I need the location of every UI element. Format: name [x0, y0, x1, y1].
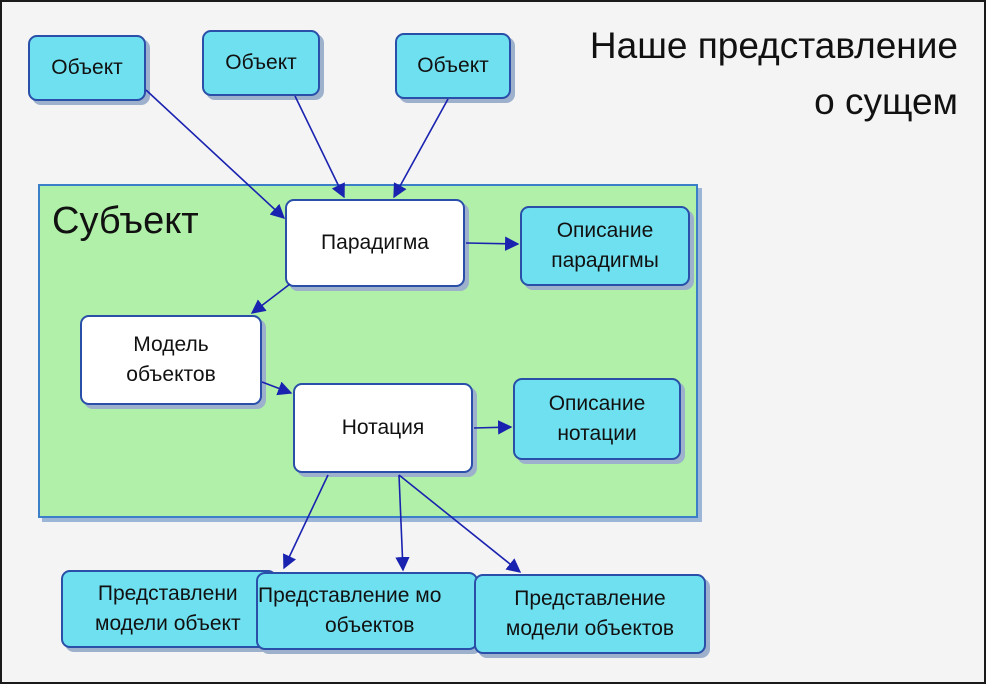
- paradigm-description-line-1: Описание: [556, 219, 654, 242]
- object-model-line-2: объектов: [126, 363, 216, 386]
- object-node-2-label: Объект: [225, 51, 297, 74]
- object-node-3: Объект: [395, 33, 511, 99]
- representation-node-3: Представление модели объектов: [474, 574, 706, 654]
- diagram-title: Наше представление о сущем: [498, 18, 958, 130]
- paradigm-node: Парадигма: [285, 199, 465, 287]
- representation-node-1: Представлени модели объект: [61, 570, 277, 648]
- representation-3-line-1: Представление: [514, 587, 666, 610]
- paradigm-description-line-2: парадигмы: [551, 249, 659, 272]
- notation-description-line-2: нотации: [557, 422, 637, 445]
- arrow-paradigm-to-description: [465, 236, 520, 251]
- representation-1-line-2: модели объект: [95, 612, 241, 635]
- representation-3-line-2: модели объектов: [505, 617, 675, 640]
- object-model-line-1: Модель: [133, 333, 209, 356]
- arrow-notation-to-description: [473, 420, 513, 435]
- notation-node: Нотация: [293, 383, 473, 473]
- object-node-2: Объект: [202, 30, 320, 96]
- arrow-object3-to-paradigm: [393, 98, 449, 199]
- notation-description-node: Описание нотации: [513, 378, 681, 460]
- arrow-paradigm-to-model: [250, 283, 291, 314]
- arrow-notation-to-repr2: [395, 474, 410, 572]
- representation-2-line-2: объектов: [324, 614, 415, 637]
- arrow-notation-to-repr3: [398, 474, 522, 573]
- notation-label: Нотация: [341, 416, 425, 439]
- representation-1-line-1: Представлени: [97, 582, 238, 605]
- subject-label: Субъект: [52, 200, 199, 242]
- representation-2-line-1: Представление мо: [258, 584, 442, 607]
- arrow-object1-to-paradigm: [145, 89, 286, 219]
- arrow-object2-to-paradigm: [294, 95, 345, 199]
- arrow-model-to-notation: [261, 381, 293, 396]
- notation-description-line-1: Описание: [548, 392, 646, 415]
- paradigm-description-node: Описание парадигмы: [520, 206, 690, 286]
- arrow-notation-to-repr1: [283, 474, 329, 570]
- paradigm-label: Парадигма: [321, 231, 429, 254]
- object-node-1-label: Объект: [51, 56, 123, 79]
- title-line-1: Наше представление: [589, 25, 958, 66]
- object-node-3-label: Объект: [417, 54, 489, 77]
- title-line-2: о сущем: [814, 81, 958, 122]
- object-model-node: Модель объектов: [80, 315, 262, 405]
- representation-node-2: Представление мо объектов: [256, 572, 478, 650]
- object-node-1: Объект: [28, 35, 146, 101]
